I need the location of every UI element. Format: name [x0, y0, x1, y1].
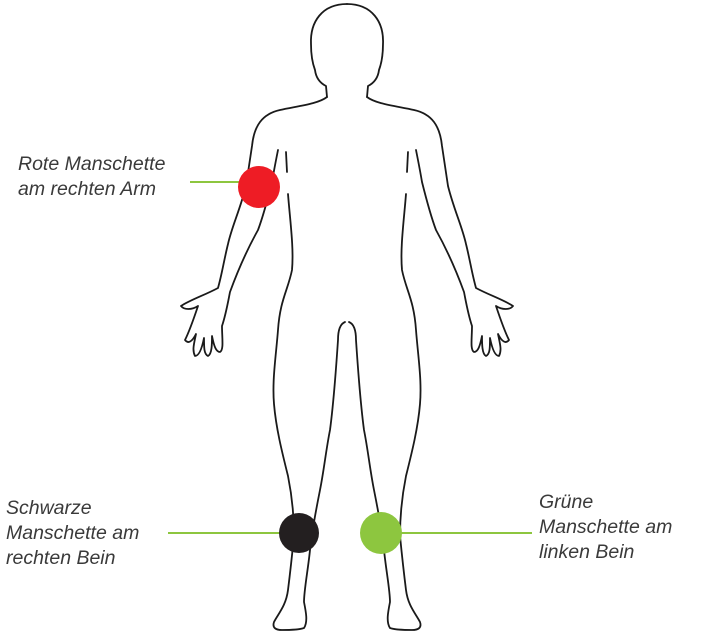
armpit-line-left [286, 152, 287, 172]
body-outline-left [181, 97, 327, 356]
label-right-arm-line1: Rote Manschette [18, 152, 165, 177]
label-right-arm: Rote Manschette am rechten Arm [18, 152, 165, 202]
leader-lines [168, 182, 532, 533]
label-left-leg-line1: Grüne [539, 490, 672, 515]
label-left-leg: Grüne Manschette am linken Bein [539, 490, 672, 565]
label-right-leg-line3: rechten Bein [6, 546, 139, 571]
label-right-arm-line2: am rechten Arm [18, 177, 165, 202]
head-outline-right [347, 4, 383, 97]
head-outline [311, 4, 347, 97]
label-left-leg-line3: linken Bein [539, 540, 672, 565]
red-cuff-marker [238, 166, 280, 208]
label-right-leg-line1: Schwarze [6, 496, 139, 521]
body-outline-left-torso [273, 194, 345, 630]
label-right-leg: Schwarze Manschette am rechten Bein [6, 496, 139, 571]
body-outline-right-torso [349, 194, 421, 630]
body-outline [181, 4, 513, 630]
body-outline-right [367, 97, 513, 356]
black-cuff-marker [279, 513, 319, 553]
armpit-line-right [407, 152, 408, 172]
label-left-leg-line2: Manschette am [539, 515, 672, 540]
label-right-leg-line2: Manschette am [6, 521, 139, 546]
green-cuff-marker [360, 512, 402, 554]
